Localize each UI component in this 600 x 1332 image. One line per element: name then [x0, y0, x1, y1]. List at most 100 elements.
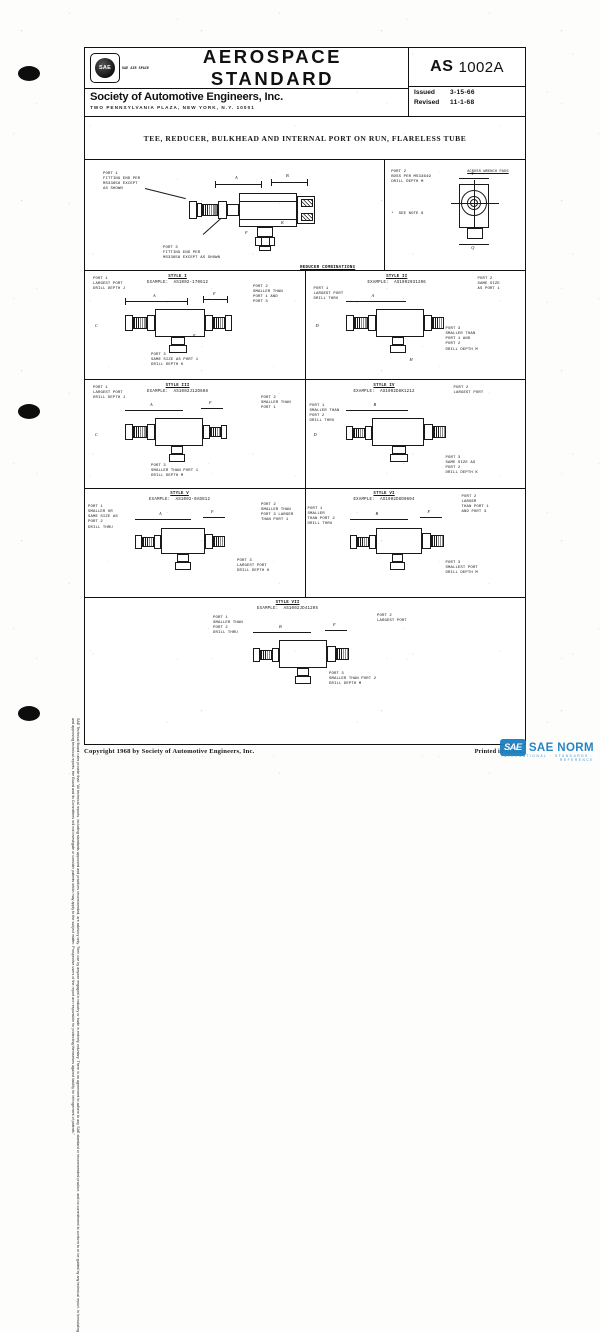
style-panel-5: PORT 1 SMALLER OR SAME SIZE AS PORT 2 DR… [85, 489, 305, 597]
s1-dim-label-c: C [95, 323, 98, 328]
s2-dim-label-a: A [371, 293, 375, 298]
side-disclaimer-text: SAE Technical Board rules provide that: … [70, 718, 80, 1332]
dim-ext-a1 [215, 181, 216, 188]
s4-hex-right [423, 424, 433, 440]
s3-dim-label-c: C [95, 432, 98, 437]
style-1-bottom-note: PORT 3 SAME SIZE AS PORT 1 DRILL DEPTH K [151, 353, 199, 368]
end-view-hex [467, 228, 484, 239]
s2-dim-label-d: D [315, 323, 319, 328]
style-3-heading: STYLE III EXAMPLE: AS1002J12D608 [147, 384, 208, 395]
s2-branch [391, 337, 404, 345]
s6-dim-b [349, 519, 408, 520]
revised-label: Revised [414, 99, 440, 107]
dim-label-t: T [471, 171, 474, 176]
style-1-name: STYLE I [168, 275, 187, 279]
document-prefix: AS [430, 58, 454, 75]
drawing-row-main: PORT 1 FITTING END PER MS33656 EXCEPT AS… [85, 160, 525, 271]
s4-dim-label-b: B [373, 402, 377, 407]
dim-label-f: F [245, 230, 248, 235]
style-2-heading: STYLE II EXAMPLE: AS1002031206 [368, 275, 426, 286]
tube-sleeve-left [197, 203, 202, 217]
style-5-left-note: PORT 1 SMALLER OR SAME SIZE AS PORT 2 DR… [88, 505, 118, 530]
s6-thread-left [356, 537, 369, 547]
style-panel-1: PORT 1 LARGEST PORT DRILL DEPTH J STYLE … [85, 271, 305, 379]
s4-body [371, 418, 424, 446]
watermark-subtext: INTERNATIONAL · STANDARDS · REFERENCE [501, 754, 594, 762]
style-6-heading: STYLE VI EXAMPLE: AS1002D8D0604 [354, 492, 415, 503]
s1-branch [171, 337, 185, 345]
s6-branch-hex [389, 562, 405, 570]
sae-logo-words: SAE AIR SPACE [122, 65, 150, 70]
main-assembly-view: PORT 1 FITTING END PER MS33656 EXCEPT AS… [85, 160, 384, 270]
style-5-name: STYLE V [170, 492, 189, 496]
style-2-left-note: PORT 1 LARGEST PORT DRILL THRU [313, 287, 344, 302]
society-address: TWO PENNSYLVANIA PLAZA, NEW YORK, N.Y. 1… [90, 104, 255, 110]
dim-ext-a2 [261, 181, 262, 188]
drawing-row-style-7: PORT 1 SMALLER THAN PORT 2 DRILL THRU ST… [85, 598, 525, 706]
style-5-example: EXAMPLE: AS1002-0AD812 [149, 497, 211, 502]
s5-branch-hex [175, 562, 191, 570]
s4-thread-left [352, 428, 365, 438]
style-5-heading: STYLE V EXAMPLE: AS1002-0AD812 [149, 492, 210, 503]
dim-ext-b1 [271, 179, 272, 186]
thread-left [202, 204, 218, 216]
s1-nut-right [225, 315, 232, 331]
drawing-area: PORT 1 FITTING END PER MS33656 EXCEPT AS… [85, 160, 525, 742]
issued-label: Issued [414, 89, 435, 96]
style-6-left-note: PORT 1 SMALLER THAN PORT 2 DRILL THRU [307, 507, 335, 527]
style-4-example: EXAMPLE: AS1002D8K1212 [353, 389, 415, 394]
style-1-left-note: PORT 1 LARGEST PORT DRILL DEPTH J [93, 277, 126, 292]
s4-hex-left [364, 426, 372, 440]
s6-body [375, 528, 422, 554]
s1-dim-a-e1 [125, 298, 126, 305]
s7-dim-b [253, 632, 311, 633]
style-panel-2: PORT 1 LARGEST PORT DRILL THRU STYLE II … [304, 271, 526, 379]
style-1-heading: STYLE I EXAMPLE: AS1002-170612 [147, 275, 208, 286]
s6-hex-left [368, 535, 376, 549]
s7-hex-right [327, 646, 336, 662]
s5-branch [177, 554, 189, 562]
s6-hex-right [421, 533, 431, 549]
s5-thread-left [142, 537, 154, 547]
style-panel-3: PORT 1 LARGEST PORT DRILL DEPTH J STYLE … [85, 380, 305, 488]
s2-dim-a [345, 301, 406, 302]
style-6-bottom-note: PORT 3 SMALLEST PORT DRILL DEPTH M [445, 561, 478, 576]
s6-branch [391, 554, 403, 562]
issued-date: 3-15-66 [450, 89, 475, 96]
s3-nut-right [221, 425, 227, 439]
s3-nut-left [125, 424, 133, 440]
port3-note: PORT 3 FITTING END PER MS33656 EXCEPT AS… [163, 246, 221, 261]
s5-hex-right [205, 534, 213, 549]
drawing-row-styles-1-2: PORT 1 LARGEST PORT DRILL DEPTH J STYLE … [85, 271, 525, 380]
s7-dim-label-f: F [333, 622, 336, 627]
style-3-bottom-note: PORT 3 SMALLER THAN PORT 1 DRILL DEPTH M [151, 464, 199, 479]
across-wrench-pads-note: ACROSS WRENCH PADS [467, 170, 509, 174]
standard-title-row: SAE AIR SPACE AEROSPACE STANDARD [85, 46, 408, 89]
style-1-right-note: PORT 2 SMALLER THAN PORT 1 AND PORT 3 [253, 285, 283, 305]
s7-branch-hex [295, 676, 311, 684]
s1-branch-hex [169, 345, 187, 353]
s1-body [155, 309, 205, 337]
s3-dim-label-f: F [209, 400, 212, 405]
s5-body [161, 528, 205, 554]
s1-nut-left [125, 315, 133, 331]
s5-thread-right [213, 536, 225, 547]
end-view-dim-q [459, 244, 490, 245]
s3-thread-right [210, 427, 221, 437]
binder-punch-hole-1 [18, 66, 40, 81]
end-view-dim-t [459, 178, 490, 179]
style-7-right-note: PORT 2 LARGEST PORT [377, 614, 407, 624]
reducer-combinations-header: REDUCER COMBINATIONS [300, 266, 356, 270]
dim-line-b [271, 182, 307, 183]
sae-logo-icon [90, 53, 120, 83]
end-view-centerline-h [451, 203, 500, 204]
drawing-row-styles-5-6: PORT 1 SMALLER OR SAME SIZE AS PORT 2 DR… [85, 489, 525, 598]
society-name: Society of Automotive Engineers, Inc. [90, 91, 283, 103]
s1-dim-label-f: F [213, 291, 216, 296]
s1-thread-right [213, 317, 225, 329]
s1-dim-label-e: E [193, 333, 196, 338]
branch-tube-end [259, 246, 271, 251]
dim-label-a: A [235, 175, 238, 180]
watermark-logo-icon: SAE [499, 739, 526, 756]
s3-hex-left [147, 424, 155, 440]
